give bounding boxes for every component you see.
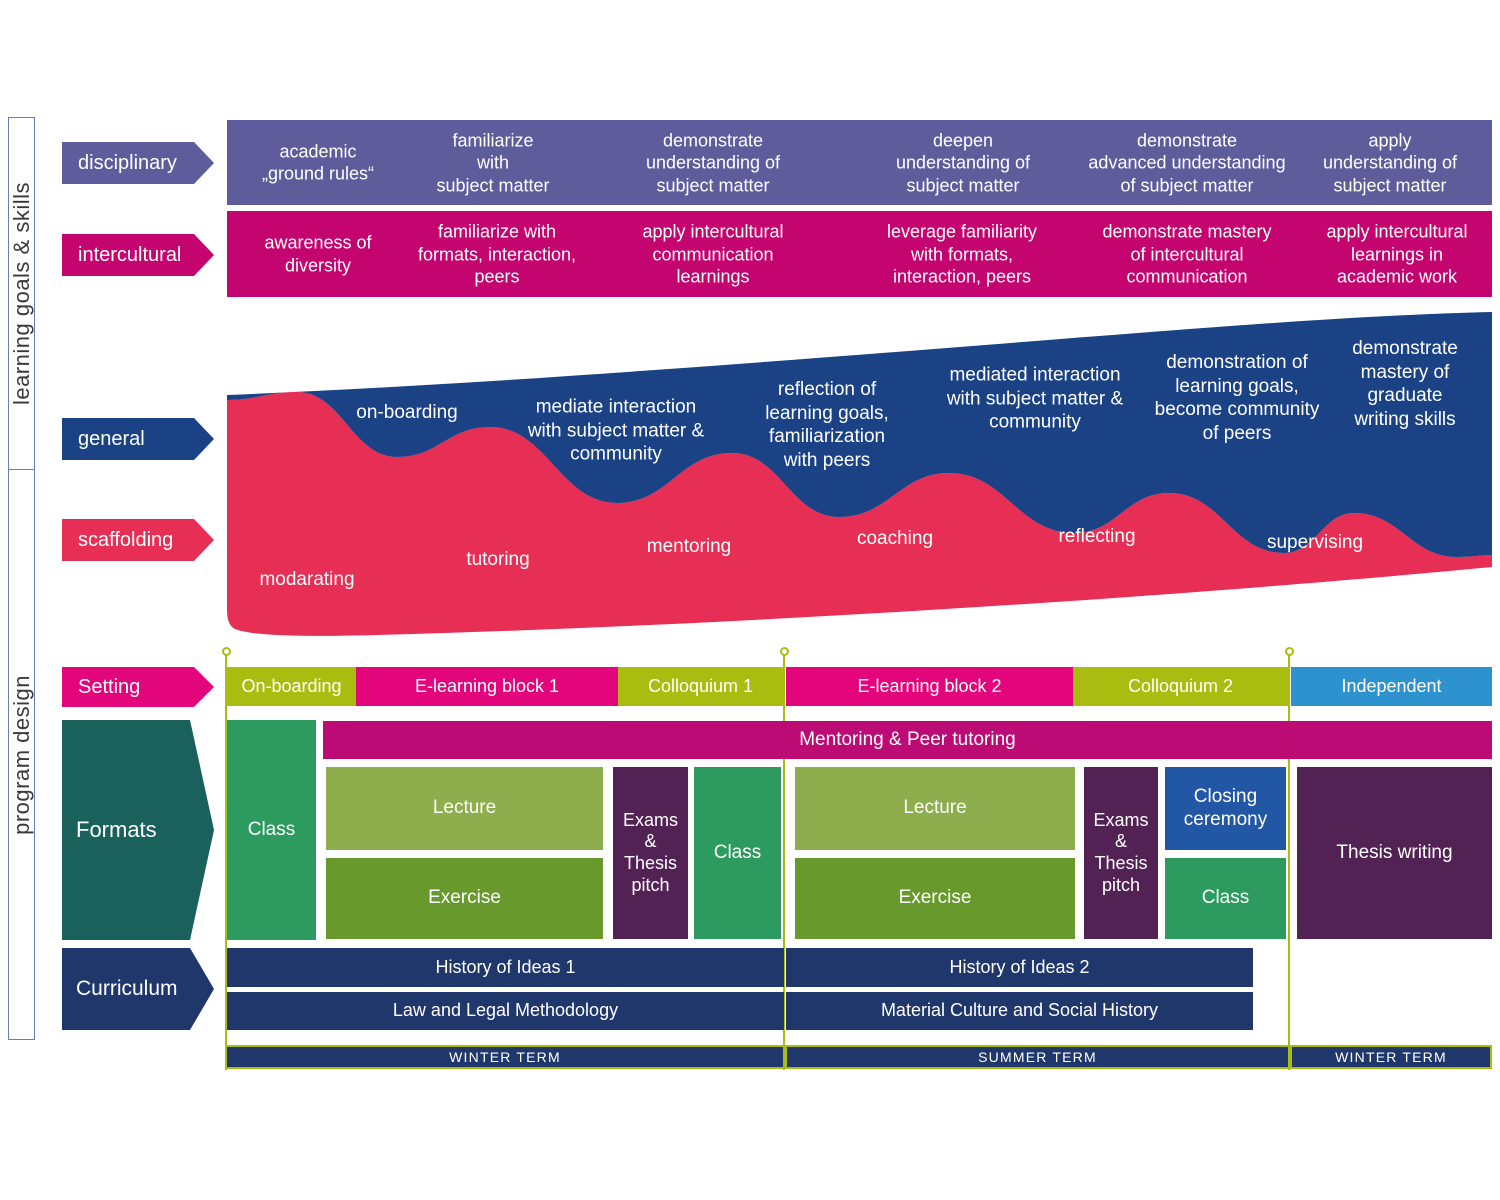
general-goal-label: on-boarding xyxy=(356,402,458,424)
disciplinary-goal-cell: apply understanding of subject matter xyxy=(1322,129,1458,195)
setting-segment-onboarding: On-boarding xyxy=(227,667,356,706)
term-bar-winter-2: WINTER TERM xyxy=(1290,1045,1492,1069)
timeline-marker-icon xyxy=(1285,647,1294,656)
timeline-marker-icon xyxy=(222,647,231,656)
mentoring-peer-tutoring-bar: Mentoring & Peer tutoring xyxy=(323,721,1492,759)
row-label-scaffolding: scaffolding xyxy=(62,519,214,561)
format-exams-thesis-pitch-2: Exams & Thesis pitch xyxy=(1084,767,1158,939)
general-goal-label: mediate interaction with subject matter … xyxy=(527,396,705,465)
setting-segment-elearning-1: E-learning block 1 xyxy=(356,667,618,706)
disciplinary-goal-cell: demonstrate advanced understanding of su… xyxy=(1088,129,1286,195)
curriculum-course-bar: Material Culture and Social History xyxy=(786,992,1253,1030)
format-lecture-2: Lecture xyxy=(795,767,1075,850)
setting-segment-colloquium-2: Colloquium 2 xyxy=(1073,667,1288,706)
general-goal-label: mediated interaction with subject matter… xyxy=(946,364,1124,433)
format-exercise-1: Exercise xyxy=(326,858,603,939)
disciplinary-goal-cell: academic „ground rules“ xyxy=(261,141,375,184)
row-label-formats: Formats xyxy=(62,720,214,940)
format-exercise-2: Exercise xyxy=(795,858,1075,939)
group-program-design: program design xyxy=(8,469,35,1040)
scaffolding-stage-label: tutoring xyxy=(466,549,530,571)
intercultural-band: awareness of diversity familiarize with … xyxy=(227,211,1492,297)
general-scaffolding-wave xyxy=(227,312,1492,636)
scaffolding-stage-label: modarating xyxy=(259,569,355,591)
disciplinary-goal-cell: demonstrate understanding of subject mat… xyxy=(645,129,781,195)
group-learning-goals-skills: learning goals & skills xyxy=(8,117,35,470)
intercultural-goal-cell: familiarize with formats, interaction, p… xyxy=(417,221,577,287)
intercultural-goal-cell: apply intercultural communication learni… xyxy=(642,221,784,287)
general-wave-shape xyxy=(227,312,1492,557)
scaffolding-stage-label: supervising xyxy=(1266,532,1364,554)
row-label-intercultural: intercultural xyxy=(62,234,214,276)
intercultural-goal-cell: demonstrate mastery of intercultural com… xyxy=(1102,221,1272,287)
intercultural-goal-cell: awareness of diversity xyxy=(264,232,372,276)
row-label-curriculum: Curriculum xyxy=(62,948,214,1030)
row-label-disciplinary: disciplinary xyxy=(62,142,214,184)
format-thesis-writing: Thesis writing xyxy=(1297,767,1492,939)
setting-segment-elearning-2: E-learning block 2 xyxy=(786,667,1073,706)
row-label-setting: Setting xyxy=(62,667,214,707)
format-class-1: Class xyxy=(227,720,316,940)
intercultural-goal-cell: leverage familiarity with formats, inter… xyxy=(886,221,1038,287)
group-label-learning-goals: learning goals & skills xyxy=(8,181,34,406)
format-exams-thesis-pitch-1: Exams & Thesis pitch xyxy=(613,767,688,939)
disciplinary-band: academic „ground rules“ familiarize with… xyxy=(227,120,1492,205)
term-bar-winter-1: WINTER TERM xyxy=(225,1045,785,1069)
row-label-general: general xyxy=(62,418,214,460)
group-label-program-design: program design xyxy=(8,674,34,835)
timeline-marker-icon xyxy=(780,647,789,656)
curriculum-course-bar: History of Ideas 1 xyxy=(227,948,784,987)
format-closing-ceremony: Closing ceremony xyxy=(1165,767,1286,850)
general-goal-label: reflection of learning goals, familiariz… xyxy=(765,378,889,471)
disciplinary-goal-cell: deepen understanding of subject matter xyxy=(895,129,1031,195)
timeline-line xyxy=(225,654,227,1070)
format-lecture-1: Lecture xyxy=(326,767,603,850)
setting-segment-colloquium-1: Colloquium 1 xyxy=(618,667,783,706)
disciplinary-goal-cell: familiarize with subject matter xyxy=(436,129,550,195)
timeline-line xyxy=(1288,654,1290,1070)
term-bar-summer: SUMMER TERM xyxy=(785,1045,1290,1069)
scaffolding-stage-label: reflecting xyxy=(1058,526,1136,548)
curriculum-course-bar: Law and Legal Methodology xyxy=(227,992,784,1030)
scaffolding-stage-label: mentoring xyxy=(646,536,732,558)
format-class-2: Class xyxy=(694,767,781,939)
timeline-line xyxy=(783,654,785,1070)
scaffolding-stage-label: coaching xyxy=(856,528,934,550)
setting-segment-independent: Independent xyxy=(1291,667,1492,706)
intercultural-goal-cell: apply intercultural learnings in academi… xyxy=(1326,221,1468,287)
curriculum-course-bar: History of Ideas 2 xyxy=(786,948,1253,987)
format-class-3: Class xyxy=(1165,858,1286,939)
general-goal-label: demonstrate mastery of graduate writing … xyxy=(1352,337,1458,430)
general-goal-label: demonstration of learning goals, become … xyxy=(1154,351,1320,444)
scaffolding-wave-shape xyxy=(227,392,1492,636)
